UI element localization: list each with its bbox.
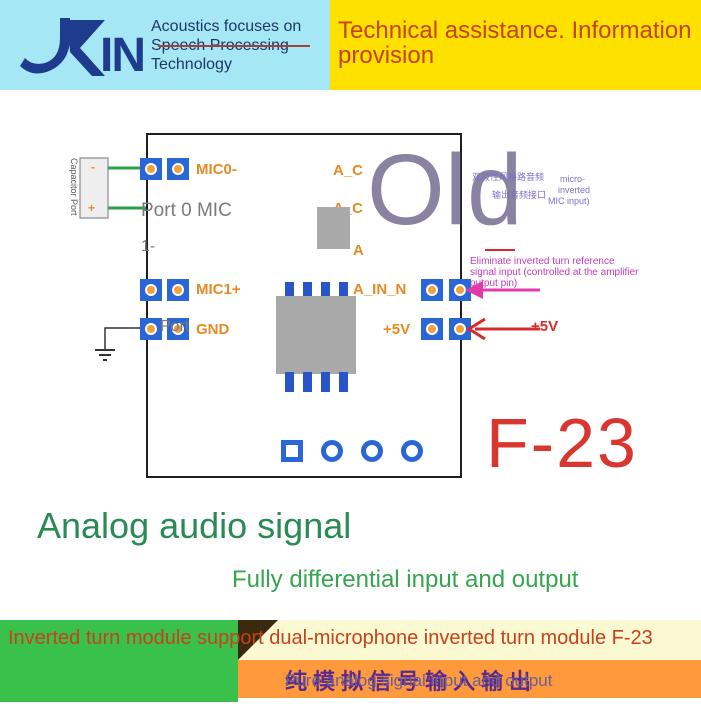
brand-logo-text: IN (100, 29, 146, 82)
note-cn-2: 输出音频接口 (492, 190, 547, 200)
headline: Analog audio signal (37, 505, 352, 546)
pad-gnd-b (167, 318, 189, 340)
label-gnd: GND (196, 321, 230, 338)
label-mic1: MIC1+ (196, 281, 241, 298)
port-gnd-label: Port (160, 318, 190, 335)
chip-pin-top-4 (339, 282, 348, 302)
bottom-left-panel (0, 620, 238, 702)
pad-5v-b (449, 318, 471, 340)
bottom-description: Inverted turn module support dual-microp… (8, 627, 653, 649)
bottom-pad-2 (321, 440, 343, 462)
plus5v-arrow-label: +5V (531, 318, 559, 335)
label-a: A (353, 242, 364, 259)
pad-a-in-n-b (449, 279, 471, 301)
bottom-cn-text: 纯模拟信号输入输出 (285, 669, 538, 694)
label-mic0: MIC0- (196, 161, 237, 178)
model-number: F-23 (486, 404, 638, 482)
one-minus-label: 1- (141, 238, 156, 255)
bottom-en-overlay: Pure analog signal input and output (285, 671, 553, 690)
header-tagline: Acoustics focuses on Speech Processing T… (151, 18, 302, 73)
chip-pin-bottom-3 (321, 372, 330, 392)
old-watermark: Old (367, 134, 523, 246)
bottom-corner-shape (238, 620, 278, 660)
bottom-pad-3 (361, 440, 383, 462)
component-block (317, 207, 350, 249)
chip-pin-bottom-2 (303, 372, 312, 392)
note-en-3: MIC input) (548, 196, 590, 206)
header-right-text: Technical assistance. Information provis… (338, 17, 692, 69)
pad-mic1-b (167, 279, 189, 301)
pad-mic0-b (167, 158, 189, 180)
brand-logo-j-icon (20, 18, 105, 76)
ic-chip (276, 296, 356, 374)
note-cn-1: 双极性风格路音频 (472, 172, 545, 182)
header-right-panel (330, 0, 701, 90)
bottom-pad-1 (281, 440, 303, 462)
pad-mic0-a (140, 158, 162, 180)
wiring-diagram (79, 157, 150, 361)
pad-a-in-n-a (421, 279, 443, 301)
header-strike-line (158, 45, 310, 47)
chip-pin-bottom-4 (339, 372, 348, 392)
chip-pin-bottom-1 (285, 372, 294, 392)
label-plus5v: +5V (383, 321, 411, 338)
chip-pin-top-1 (285, 282, 294, 302)
note-en-2: inverted (558, 185, 591, 195)
subheadline: Fully differential input and output (232, 566, 579, 593)
cap-plus-label: + (88, 201, 96, 215)
pad-5v-a (421, 318, 443, 340)
note-en-1: micro- (560, 174, 585, 184)
chip-pin-top-3 (321, 282, 330, 302)
pink-note: Eliminate inverted turn reference signal… (470, 256, 639, 289)
bottom-pad-4 (401, 440, 423, 462)
chip-pin-top-2 (303, 282, 312, 302)
cap-minus-label: - (91, 160, 95, 174)
capacitor-label: Capacitor Port (69, 158, 79, 216)
port0-mic-label: Port 0 MIC (141, 200, 232, 221)
pad-gnd-a (140, 318, 162, 340)
arrows-icon (465, 249, 540, 341)
pad-mic1-a (140, 279, 162, 301)
label-a-in-n: A_IN_N (353, 281, 407, 298)
bottom-right-panel (238, 660, 701, 698)
label-a-c-1: A_C (333, 162, 364, 179)
bottom-right-top-panel (238, 620, 701, 660)
